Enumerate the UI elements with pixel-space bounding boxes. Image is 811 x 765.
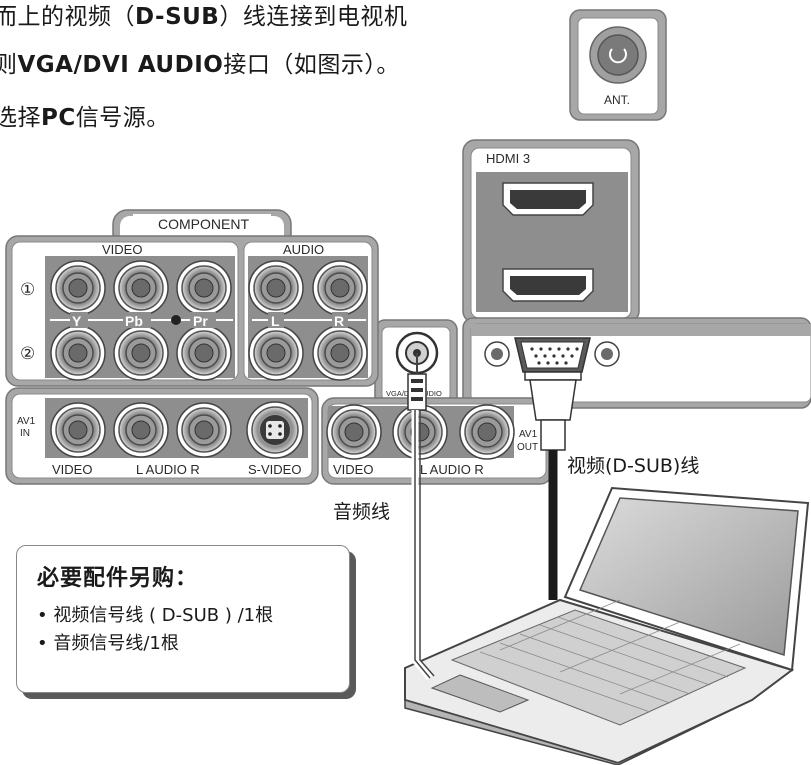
audio-plug-icon — [407, 373, 427, 411]
rca-jack-icon — [176, 325, 232, 381]
hdmi-label: HDMI 3 — [486, 151, 530, 166]
laptop-icon — [404, 486, 810, 765]
row1-marker: ① — [20, 280, 35, 299]
antenna-label: ANT. — [604, 93, 630, 107]
av1-in-title-1: AV1 — [17, 416, 36, 427]
component-video-label: VIDEO — [102, 242, 142, 257]
hdmi-port-icon — [502, 182, 594, 216]
rca-jack-icon — [312, 260, 368, 316]
video-cable-label: 视频(D-SUB)线 — [567, 455, 700, 477]
audio-cable — [407, 353, 435, 681]
component-audio-label: AUDIO — [283, 242, 324, 257]
l-label: L — [271, 313, 280, 329]
pb-label: Pb — [125, 313, 143, 329]
callout-title: 必要配件另购： — [37, 566, 199, 591]
callout-item: • 视频信号线 ( D-SUB ) /1根 — [37, 605, 274, 626]
rca-jack-icon — [50, 402, 106, 458]
accessories-callout: 必要配件另购： • 视频信号线 ( D-SUB ) /1根 • 音频信号线/1根 — [16, 545, 350, 693]
svideo-icon — [246, 401, 304, 459]
rca-jack-icon — [50, 325, 106, 381]
av1-in-panel: AV1 IN VIDEO L AUDIO R S-VIDEO — [5, 387, 319, 485]
instruction-line-3: 选择PC信号源。 — [0, 105, 170, 131]
av1-in-video-label: VIDEO — [52, 462, 92, 477]
rca-jack-icon — [176, 260, 232, 316]
av1-in-title-2: IN — [20, 428, 30, 439]
rca-jack-icon — [312, 325, 368, 381]
rca-jack-icon — [176, 402, 232, 458]
pr-label: Pr — [193, 313, 208, 329]
y-label: Y — [72, 313, 82, 329]
audio-cable-label: 音频线 — [333, 501, 391, 523]
av-out-audio-label: L AUDIO R — [420, 462, 484, 477]
r-label: R — [334, 313, 344, 329]
av-out-panel: AV1 OUT VIDEO L AUDIO R — [321, 397, 553, 485]
component-title: COMPONENT — [158, 216, 249, 232]
antenna-panel: ANT. — [569, 9, 667, 121]
hdmi-panel: HDMI 3 — [462, 139, 640, 324]
instruction-line-1: 而上的视频（D-SUB）线连接到电视机 — [0, 4, 408, 30]
rca-jack-icon — [459, 404, 515, 460]
hdmi-port-icon — [502, 268, 594, 302]
av-out-title-1: AV1 — [519, 429, 538, 440]
rca-jack-icon — [113, 260, 169, 316]
rca-jack-icon — [248, 260, 304, 316]
rca-jack-icon — [113, 402, 169, 458]
callout-item: • 音频信号线/1根 — [37, 633, 179, 654]
rca-jack-icon — [50, 260, 106, 316]
antenna-icon — [589, 26, 647, 84]
av-out-video-label: VIDEO — [333, 462, 373, 477]
rca-jack-icon — [113, 325, 169, 381]
rca-jack-icon — [248, 325, 304, 381]
av1-in-audio-label: L AUDIO R — [136, 462, 200, 477]
vga-port — [484, 337, 620, 373]
component-panel: COMPONENT VIDEO AUDIO ① ② — [5, 209, 379, 387]
rca-jack-icon — [326, 404, 382, 460]
instruction-line-2: 则VGA/DVI AUDIO接口（如图示）。 — [0, 52, 400, 78]
av1-in-svideo-label: S-VIDEO — [248, 462, 301, 477]
video-cable — [524, 371, 582, 600]
row2-marker: ② — [20, 344, 35, 363]
av-out-title-2: OUT — [517, 442, 538, 453]
